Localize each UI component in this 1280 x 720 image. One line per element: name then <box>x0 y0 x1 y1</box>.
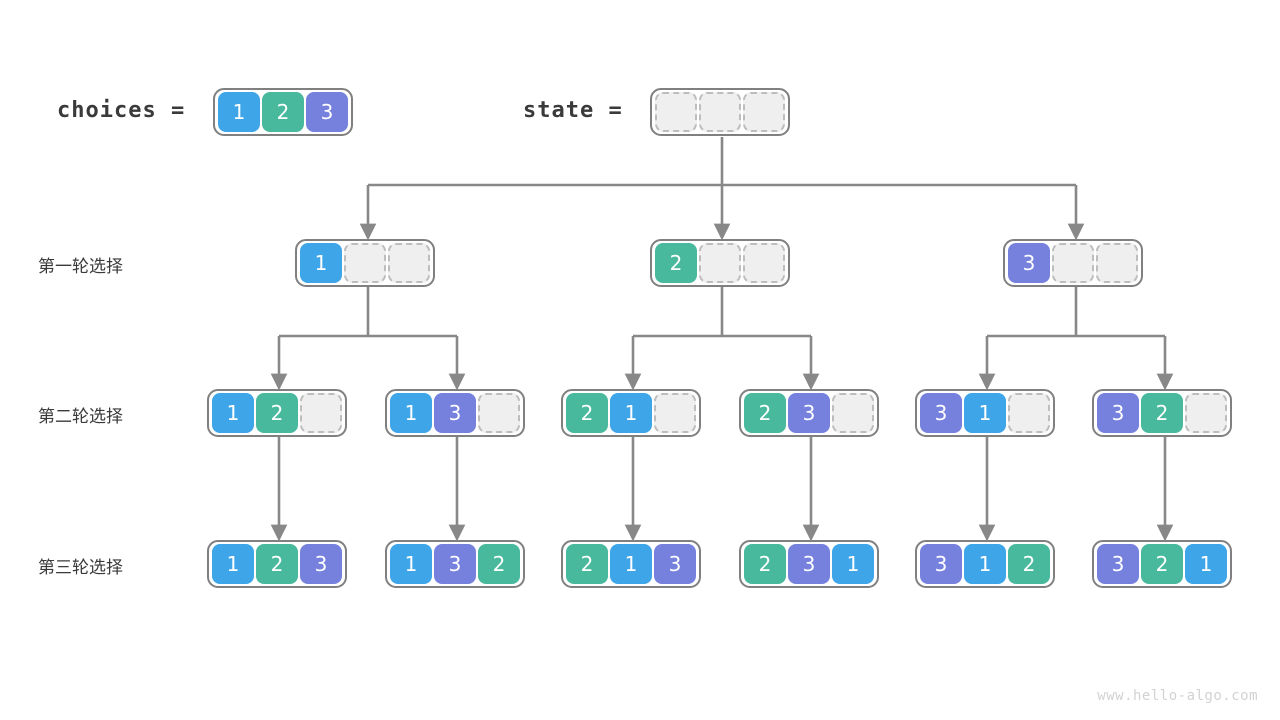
array-cell-empty <box>699 243 741 283</box>
array-cell-filled: 1 <box>832 544 874 584</box>
array-cell-filled: 2 <box>1141 393 1183 433</box>
array-cell-filled: 1 <box>218 92 260 132</box>
array-cell-empty <box>388 243 430 283</box>
array-cell-filled: 1 <box>964 544 1006 584</box>
array-cell-empty <box>1052 243 1094 283</box>
state-label: state = <box>523 98 623 123</box>
array-cell-filled: 1 <box>390 393 432 433</box>
state-array-level-1-node-2: 2 <box>650 239 790 287</box>
array-cell-filled: 3 <box>788 393 830 433</box>
array-cell-filled: 3 <box>434 544 476 584</box>
array-cell-filled: 1 <box>964 393 1006 433</box>
array-cell-filled: 1 <box>390 544 432 584</box>
array-cell-filled: 2 <box>1141 544 1183 584</box>
array-cell-filled: 1 <box>1185 544 1227 584</box>
array-cell-empty <box>699 92 741 132</box>
choices-label: choices = <box>57 98 186 123</box>
level-label-round-1: 第一轮选择 <box>38 257 123 277</box>
array-cell-filled: 2 <box>1008 544 1050 584</box>
array-cell-filled: 1 <box>610 393 652 433</box>
level-label-round-3: 第三轮选择 <box>38 558 123 578</box>
array-cell-filled: 2 <box>744 393 786 433</box>
array-cell-empty <box>743 92 785 132</box>
array-cell-empty <box>300 393 342 433</box>
array-cell-filled: 2 <box>655 243 697 283</box>
array-cell-empty <box>478 393 520 433</box>
array-cell-empty <box>743 243 785 283</box>
array-cell-empty <box>1008 393 1050 433</box>
array-cell-filled: 2 <box>478 544 520 584</box>
array-cell-filled: 3 <box>306 92 348 132</box>
array-cell-filled: 1 <box>212 393 254 433</box>
array-cell-filled: 3 <box>920 544 962 584</box>
array-cell-filled: 3 <box>788 544 830 584</box>
array-cell-filled: 3 <box>1097 393 1139 433</box>
array-cell-empty <box>1185 393 1227 433</box>
array-cell-filled: 3 <box>654 544 696 584</box>
array-cell-filled: 3 <box>434 393 476 433</box>
array-cell-filled: 3 <box>300 544 342 584</box>
array-cell-empty <box>344 243 386 283</box>
array-cell-filled: 2 <box>744 544 786 584</box>
array-cell-filled: 3 <box>1097 544 1139 584</box>
state-array <box>650 88 790 136</box>
array-cell-filled: 1 <box>300 243 342 283</box>
array-cell-filled: 2 <box>256 544 298 584</box>
array-cell-filled: 1 <box>610 544 652 584</box>
array-cell-empty <box>655 92 697 132</box>
level-label-round-2: 第二轮选择 <box>38 407 123 427</box>
state-array-level-1-node-3: 3 <box>1003 239 1143 287</box>
array-cell-empty <box>1096 243 1138 283</box>
array-cell-filled: 3 <box>1008 243 1050 283</box>
array-cell-filled: 2 <box>262 92 304 132</box>
watermark: www.hello-algo.com <box>1097 688 1258 704</box>
array-cell-empty <box>654 393 696 433</box>
array-cell-filled: 2 <box>566 393 608 433</box>
array-cell-filled: 1 <box>212 544 254 584</box>
array-cell-filled: 3 <box>920 393 962 433</box>
array-cell-empty <box>832 393 874 433</box>
array-cell-filled: 2 <box>566 544 608 584</box>
array-cell-filled: 2 <box>256 393 298 433</box>
state-array-level-1-node-1: 1 <box>295 239 435 287</box>
